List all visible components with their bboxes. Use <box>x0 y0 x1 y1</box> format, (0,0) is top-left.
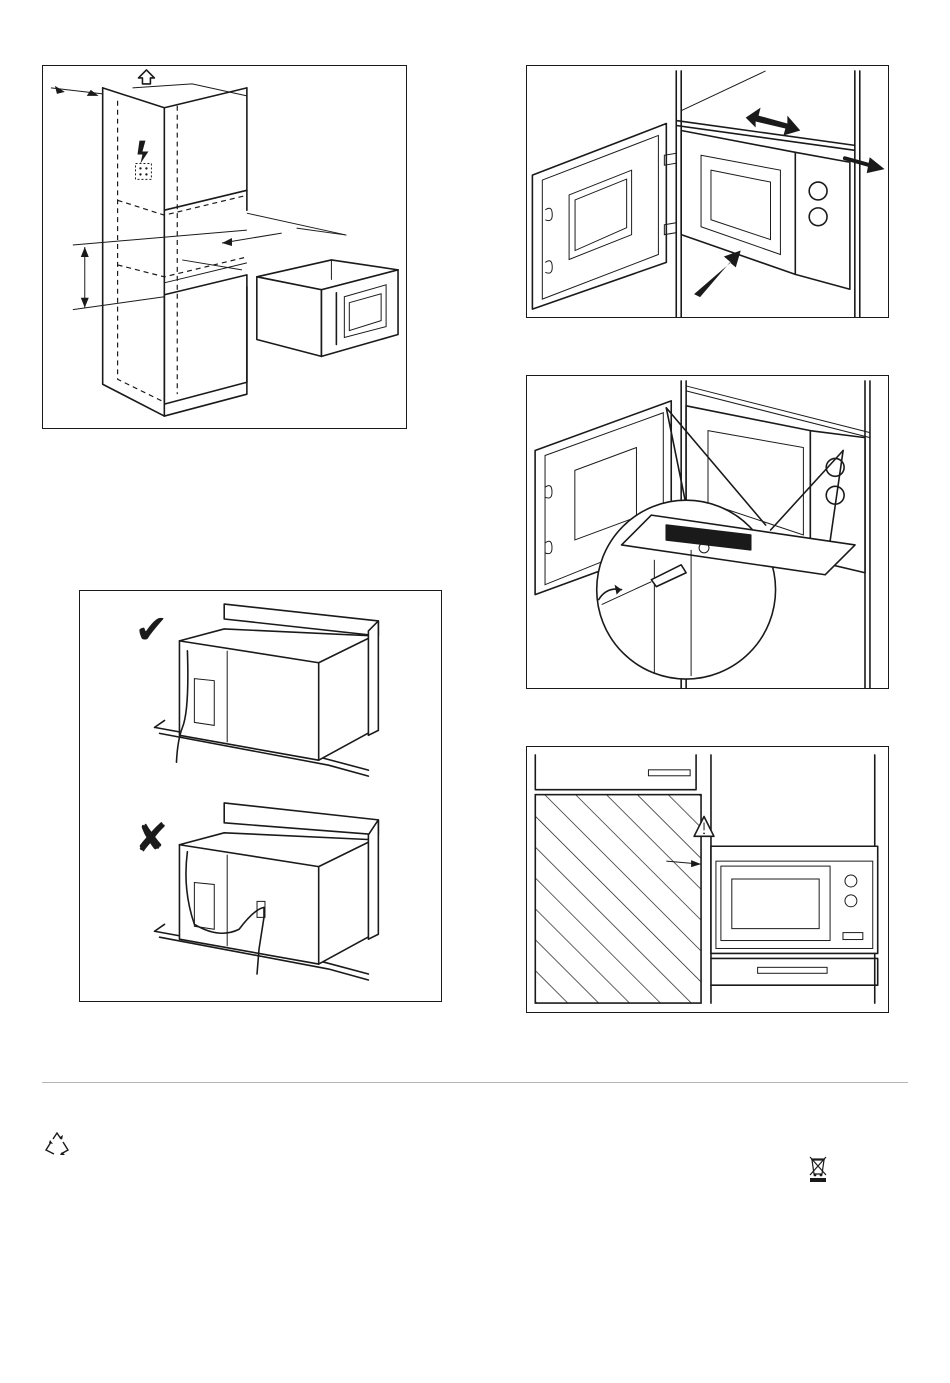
figure-cabinet-installation <box>42 65 407 429</box>
section-divider <box>42 1082 908 1083</box>
figure-screw-fixing <box>526 375 889 689</box>
clearance-diagram <box>527 747 888 1012</box>
figure-cable-routing: ✔ ✘ <box>79 590 442 1002</box>
insert-oven-diagram <box>527 66 888 317</box>
cross-mark-icon: ✘ <box>135 816 168 862</box>
figure-insert-oven <box>526 65 889 318</box>
crossed-out-bin-icon <box>807 1155 829 1183</box>
figure-clearance <box>526 746 889 1013</box>
recycle-icon <box>44 1131 70 1157</box>
screw-fixing-diagram <box>527 376 888 688</box>
check-mark-icon: ✔ <box>135 607 168 653</box>
cabinet-diagram <box>43 66 406 428</box>
cable-routing-diagram: ✔ ✘ <box>80 591 441 1001</box>
